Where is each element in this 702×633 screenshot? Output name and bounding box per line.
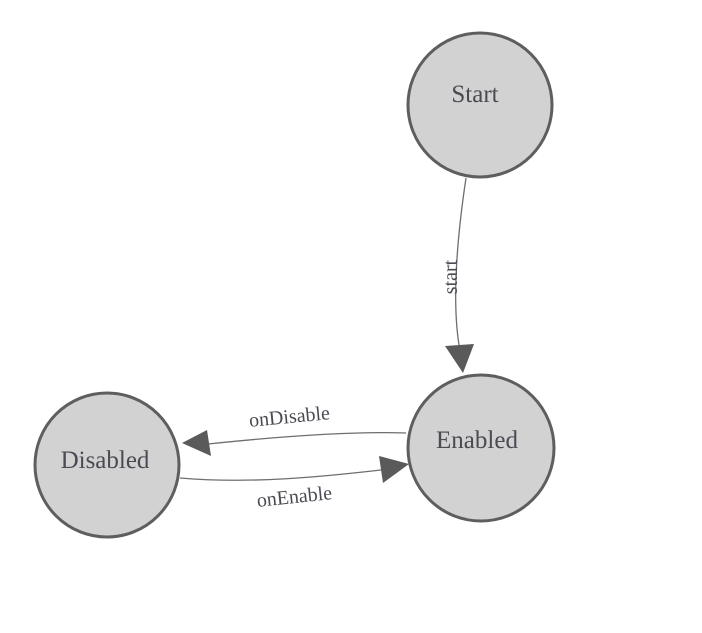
state-label-start: Start bbox=[451, 81, 498, 108]
edge-label-start: start bbox=[440, 259, 462, 294]
edge-line-ondisable bbox=[207, 432, 407, 445]
state-circle-disabled[interactable] bbox=[33, 391, 181, 539]
state-node-enabled[interactable]: Enabled bbox=[406, 373, 556, 523]
edge-start-to-enabled: start bbox=[440, 177, 474, 373]
state-node-start[interactable]: Start bbox=[406, 31, 554, 179]
edge-enabled-to-disabled: onDisable bbox=[182, 402, 407, 456]
edge-label-onenable: onEnable bbox=[256, 482, 334, 512]
edge-disabled-to-enabled: onEnable bbox=[179, 456, 409, 512]
edge-line-start bbox=[455, 177, 467, 346]
arrowhead-down-icon bbox=[445, 344, 474, 373]
arrowhead-left-icon bbox=[182, 430, 211, 456]
state-node-disabled[interactable]: Disabled bbox=[33, 391, 181, 539]
state-circle-start[interactable] bbox=[406, 31, 554, 179]
edge-line-onenable bbox=[179, 469, 382, 481]
arrowhead-right-icon bbox=[379, 456, 409, 483]
state-label-enabled: Enabled bbox=[436, 427, 518, 454]
state-circle-enabled[interactable] bbox=[406, 373, 556, 523]
edge-label-ondisable: onDisable bbox=[248, 402, 331, 432]
state-label-disabled: Disabled bbox=[61, 447, 150, 474]
